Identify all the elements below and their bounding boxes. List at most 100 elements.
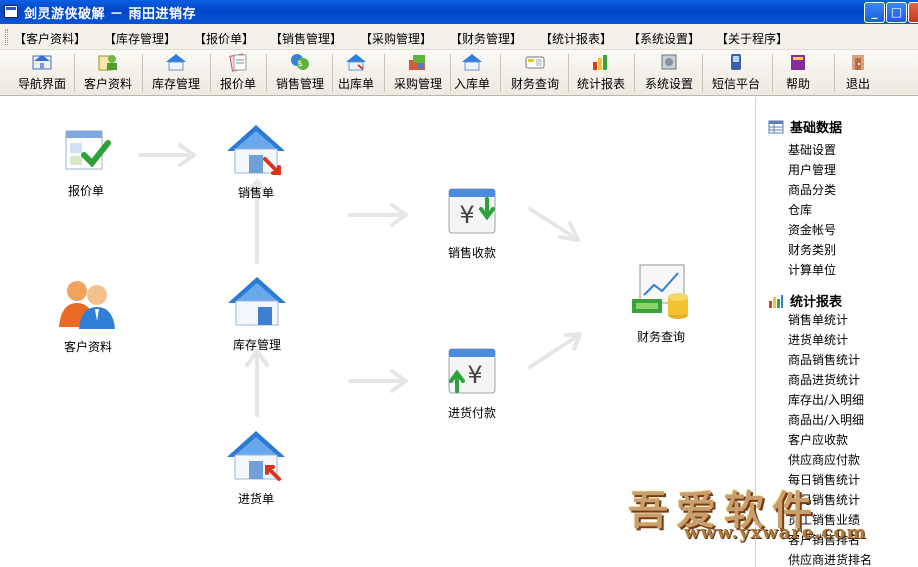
close-button[interactable]: [908, 2, 918, 23]
menu-settings[interactable]: 【系统设置】: [628, 32, 701, 46]
toolbar-separator: [142, 54, 143, 92]
basic-data-header[interactable]: 基础数据: [768, 117, 842, 136]
watermark: 吾爱软件 www.yxware.com: [624, 478, 918, 548]
toolbar-separator: [702, 54, 703, 92]
exit-icon: [852, 55, 864, 70]
purchase-house-icon: [227, 431, 285, 481]
toolbar: 导航界面 客户资料 库存管理 报价单 $ 销售管理 出库单 采购管理 入库单 财…: [0, 50, 918, 96]
toolbar-customer-button[interactable]: 客户资料: [80, 52, 136, 94]
sidebar-link-warehouse[interactable]: 仓库: [788, 203, 813, 217]
sidebar-link-fund-account[interactable]: 资金帐号: [788, 223, 837, 237]
flow-sales-receipt-node[interactable]: ¥ 销售收款: [440, 185, 504, 261]
minimize-button[interactable]: _: [864, 2, 885, 23]
sidebar-link-product-sales-stats[interactable]: 商品销售统计: [788, 353, 861, 367]
sidebar-link-product-io-detail[interactable]: 商品出/入明细: [788, 413, 865, 427]
sidebar-link-purchase-order-stats[interactable]: 进货单统计: [788, 333, 849, 347]
toolbar-separator: [450, 54, 451, 92]
receipt-yen-icon: ¥: [448, 188, 496, 234]
menu-quote[interactable]: 【报价单】: [194, 32, 255, 46]
customer-icon: [98, 55, 117, 71]
menu-customer[interactable]: 【客户资料】: [14, 32, 87, 46]
sidebar-link-supplier-ranking[interactable]: 供应商进货排名: [788, 553, 873, 567]
menu-finance[interactable]: 【财务管理】: [450, 32, 523, 46]
inbound-icon: [462, 54, 482, 71]
watermark-text: 吾爱软件: [628, 487, 820, 534]
sidebar-link-receivables[interactable]: 客户应收款: [788, 433, 849, 447]
toolbar-quote-button[interactable]: 报价单: [216, 52, 260, 94]
flow-sales-order-node[interactable]: 销售单: [220, 121, 292, 201]
svg-text:¥: ¥: [459, 201, 474, 229]
outbound-icon: [346, 54, 366, 71]
app-icon: [4, 5, 18, 18]
flow-inventory-node[interactable]: 库存管理: [220, 273, 294, 353]
toolbar-purchase-button[interactable]: 采购管理: [390, 52, 446, 94]
toolbar-home-button[interactable]: 导航界面: [14, 52, 70, 94]
help-icon: [791, 55, 805, 70]
toolbar-settings-button[interactable]: 系统设置: [640, 52, 698, 94]
menu-reports[interactable]: 【统计报表】: [540, 32, 613, 46]
watermark-url: www.yxware.com: [684, 522, 867, 543]
toolbar-sms-button[interactable]: 短信平台: [708, 52, 764, 94]
purchase-icon: [409, 55, 425, 70]
toolbar-inbound-button[interactable]: 入库单: [452, 52, 492, 94]
menu-bar: 【客户资料】 【库存管理】 【报价单】 【销售管理】 【采购管理】 【财务管理】…: [0, 24, 918, 50]
sidebar-link-stock-io-detail[interactable]: 库存出/入明细: [788, 393, 865, 407]
sidebar-link-payables[interactable]: 供应商应付款: [788, 453, 861, 467]
finance-icon: [525, 56, 545, 69]
toolbar-separator: [266, 54, 267, 92]
bar-chart-icon: [769, 295, 783, 308]
flow-workspace: 报价单 销售单 客户资料 库存管理: [0, 97, 755, 567]
flow-quote-node[interactable]: 报价单: [54, 127, 118, 199]
sidebar-link-sales-order-stats[interactable]: 销售单统计: [788, 313, 849, 327]
home-icon: [32, 55, 52, 70]
sidebar-link-monthly-sales[interactable]: 每月销售统计: [788, 493, 861, 507]
svg-text:$: $: [297, 59, 302, 68]
inventory-house-icon: [228, 277, 286, 326]
toolbar-finance-button[interactable]: 财务查询: [506, 52, 564, 94]
quote-icon: [229, 53, 247, 72]
sidebar-link-product-category[interactable]: 商品分类: [788, 183, 837, 197]
maximize-button[interactable]: □: [886, 2, 907, 23]
toolbar-separator: [834, 54, 835, 92]
sidebar-link-finance-category[interactable]: 财务类别: [788, 243, 837, 257]
toolbar-separator: [634, 54, 635, 92]
toolbar-report-button[interactable]: 统计报表: [572, 52, 630, 94]
flow-purchase-payment-node[interactable]: ¥ 进货付款: [440, 345, 504, 421]
sidebar-link-product-purchase-stats[interactable]: 商品进货统计: [788, 373, 861, 387]
toolbar-separator: [500, 54, 501, 92]
toolbar-separator: [568, 54, 569, 92]
quote-icon: [65, 130, 111, 170]
toolbar-outbound-button[interactable]: 出库单: [336, 52, 376, 94]
flow-arrows: [138, 143, 582, 417]
toolbar-separator: [210, 54, 211, 92]
flow-finance-node[interactable]: 财务查询: [628, 263, 694, 345]
menu-purchase[interactable]: 【采购管理】: [360, 32, 433, 46]
table-icon: [768, 120, 784, 134]
window-title: 剑灵游侠破解 － 雨田进销存: [24, 7, 197, 22]
flow-customer-node[interactable]: 客户资料: [54, 277, 122, 355]
sidebar-link-basic-settings[interactable]: 基础设置: [788, 143, 837, 157]
settings-icon: [661, 54, 677, 70]
menu-grip[interactable]: [5, 29, 8, 45]
customer-icon: [59, 281, 115, 329]
menu-about[interactable]: 【关于程序】: [716, 32, 789, 46]
sidebar-link-staff-performance[interactable]: 员工销售业绩: [788, 513, 861, 527]
toolbar-separator: [74, 54, 75, 92]
toolbar-help-button[interactable]: 帮助: [782, 52, 814, 94]
sales-icon: $: [291, 54, 309, 70]
reports-header[interactable]: 统计报表: [768, 291, 842, 310]
report-icon: [593, 55, 607, 70]
sidebar-link-daily-sales[interactable]: 每日销售统计: [788, 473, 861, 487]
toolbar-separator: [384, 54, 385, 92]
toolbar-exit-button[interactable]: 退出: [842, 52, 874, 94]
title-bar: 剑灵游侠破解 － 雨田进销存 _ □: [0, 0, 918, 24]
flow-purchase-order-node[interactable]: 进货单: [220, 427, 292, 507]
sidebar-link-customer-ranking[interactable]: 客户销售排名: [788, 533, 861, 547]
sales-house-icon: [227, 125, 285, 175]
sidebar-link-user-management[interactable]: 用户管理: [788, 163, 837, 177]
menu-sales[interactable]: 【销售管理】: [270, 32, 343, 46]
toolbar-inventory-button[interactable]: 库存管理: [148, 52, 204, 94]
sidebar-link-unit[interactable]: 计算单位: [788, 263, 837, 277]
menu-inventory[interactable]: 【库存管理】: [104, 32, 177, 46]
toolbar-sales-button[interactable]: $ 销售管理: [272, 52, 328, 94]
